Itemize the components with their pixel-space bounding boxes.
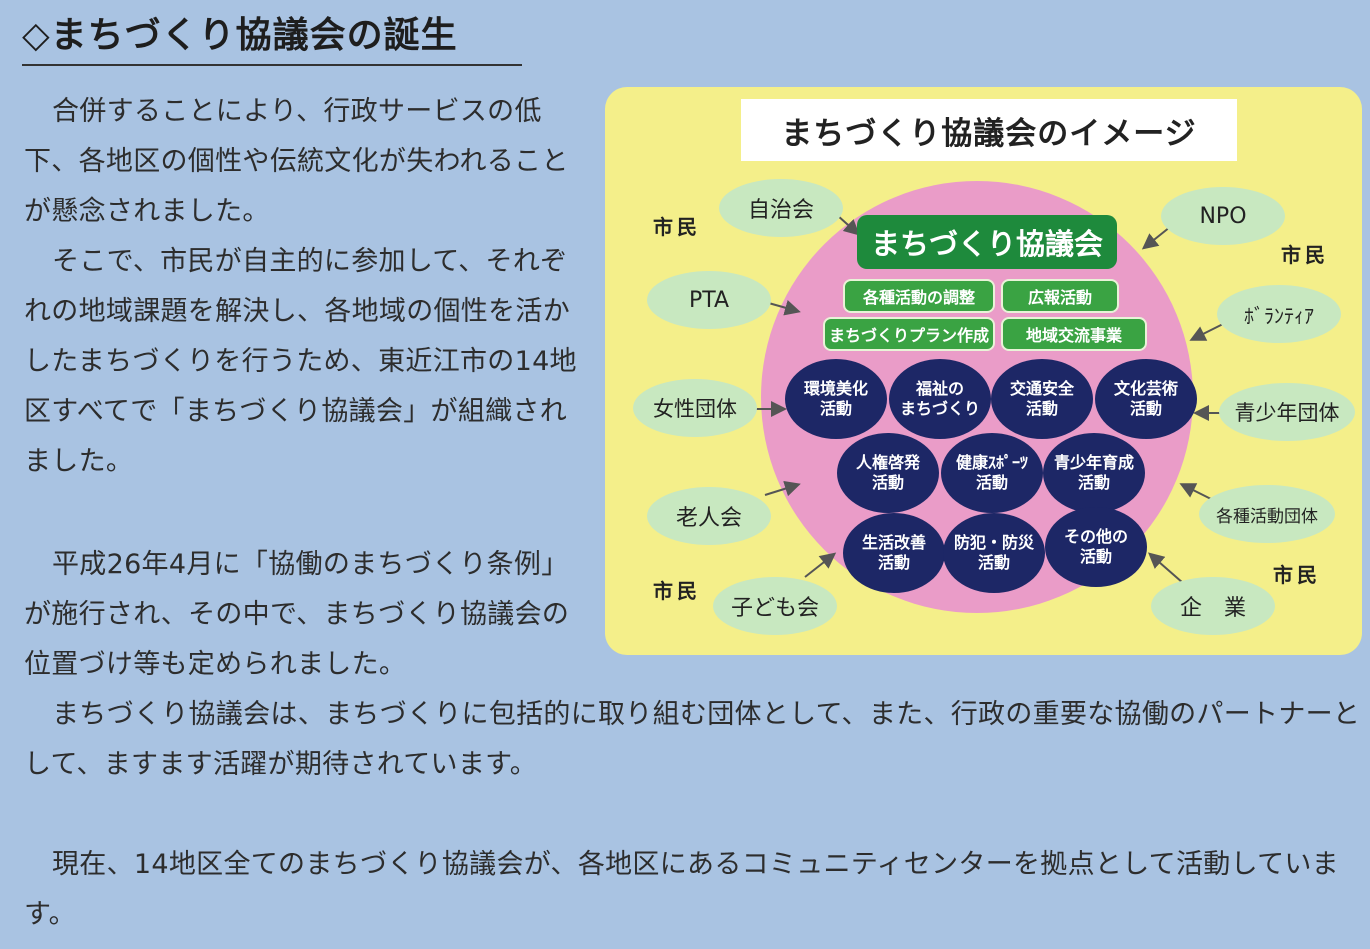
activity-other: その他の 活動 (1045, 507, 1147, 587)
activity-safety: 防犯・防災 活動 (943, 513, 1045, 593)
activity-environment: 環境美化 活動 (785, 359, 887, 439)
role-plan: まちづくりプラン作成 (823, 317, 995, 351)
role-publicity: 広報活動 (1001, 279, 1119, 313)
org-npo: NPO (1161, 187, 1285, 245)
activity-youth: 青少年育成 活動 (1043, 433, 1145, 513)
org-company: 企 業 (1151, 577, 1275, 635)
org-jichikai: 自治会 (719, 179, 843, 237)
activity-arts: 文化芸術 活動 (1095, 359, 1197, 439)
arrow-elders (764, 480, 801, 497)
arrow-company (1147, 552, 1184, 584)
arrow-groups (1179, 483, 1212, 500)
role-exchange: 地域交流事業 (1001, 317, 1147, 351)
citizen-label-bl: 市民 (653, 579, 701, 603)
council-label: まちづくり協議会 (857, 215, 1117, 269)
paragraph-concern: 合併することにより、行政サービスの低下、各地区の個性や伝統文化が失われることが懸… (24, 96, 577, 477)
citizen-label-br: 市民 (1273, 563, 1321, 587)
activity-lifestyle: 生活改善 活動 (843, 513, 945, 593)
diagram-title: まちづくり協議会のイメージ (741, 99, 1237, 161)
council-image-diagram: まちづくり協議会のイメージ まちづくり協議会 各種活動の調整 広報活動 まちづく… (605, 87, 1362, 655)
activity-welfare: 福祉の まちづくり (889, 359, 991, 439)
org-volunteer: ﾎﾞﾗﾝﾃｨｱ (1217, 285, 1341, 343)
role-coordination: 各種活動の調整 (843, 279, 995, 313)
citizen-label-tl: 市民 (653, 215, 701, 239)
paragraph-current: 現在、14地区全てのまちづくり協議会が、各地区にあるコミュニティセンターを拠点と… (24, 849, 1339, 930)
org-youth: 青少年団体 (1219, 383, 1355, 441)
org-pta: PTA (647, 271, 771, 329)
arrow-volunteer (1189, 322, 1226, 341)
paragraph-formation: そこで、市民が自主的に参加して、それぞれの地域課題を解決し、各地域の個性を活かし… (24, 246, 577, 477)
arrow-jichikai (836, 214, 860, 236)
org-groups: 各種活動団体 (1199, 485, 1335, 543)
paragraph-ordinance: 平成26年4月に「協働のまちづくり条例」が施行され、その中で、まちづくり協議会の… (24, 549, 570, 680)
org-elders: 老人会 (647, 487, 771, 545)
arrow-kids (804, 552, 837, 578)
org-kids: 子ども会 (713, 577, 837, 635)
activity-traffic: 交通安全 活動 (991, 359, 1093, 439)
activity-human-rights: 人権啓発 活動 (837, 433, 939, 513)
activity-sports: 健康ｽﾎﾟｰﾂ 活動 (941, 433, 1043, 513)
section-heading: ◇まちづくり協議会の誕生 (22, 8, 522, 66)
citizen-label-tr: 市民 (1281, 243, 1329, 267)
org-women: 女性団体 (633, 379, 757, 437)
paragraph-partner: まちづくり協議会は、まちづくりに包括的に取り組む団体として、また、行政の重要な協… (24, 699, 1361, 780)
